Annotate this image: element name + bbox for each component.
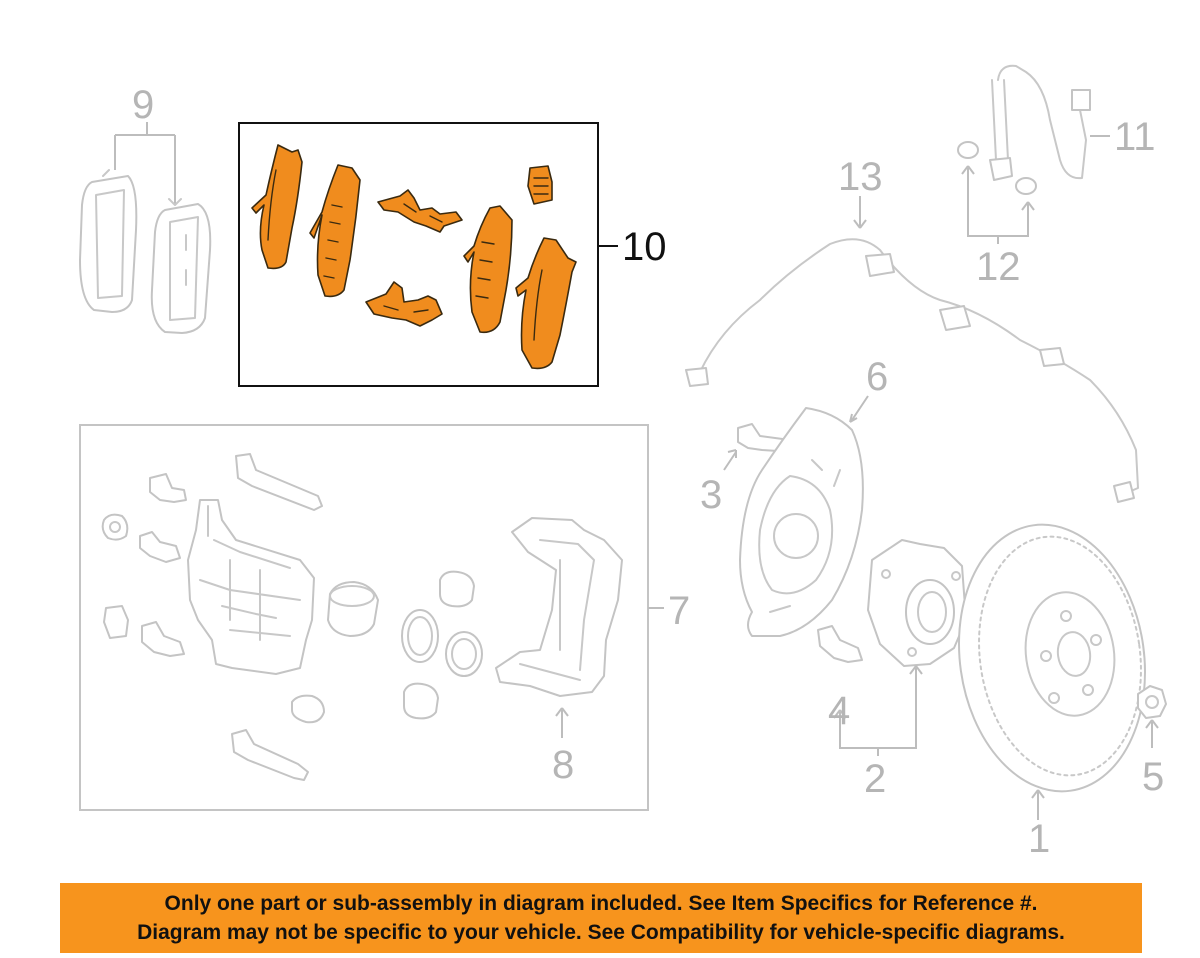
brake-pad-outer: [79, 175, 138, 313]
brake-rotor: [958, 523, 1146, 793]
part-6-dust-shield: 6: [739, 355, 888, 637]
leader-6: [849, 395, 869, 423]
bleeder-bolt: [149, 473, 187, 503]
dust-shield: [739, 407, 864, 637]
leader-9: [114, 122, 176, 205]
caliper-box: [79, 424, 649, 811]
callout-6: 6: [866, 355, 888, 399]
abs-connector: [685, 367, 709, 387]
exploded-brake-diagram: 9 10 7: [79, 64, 1167, 861]
abs-clip-1: [865, 253, 895, 277]
leader-8: [555, 707, 569, 738]
callout-13: 13: [838, 155, 883, 199]
leader-5: [1145, 719, 1159, 748]
callout-9: 9: [132, 83, 154, 127]
part-12-washers: 12: [957, 141, 1037, 289]
callout-3: 3: [700, 473, 722, 517]
hub-bolt: [817, 625, 863, 663]
pad-kit-pad-4: [515, 237, 577, 370]
callout-5: 5: [1142, 755, 1164, 799]
pad-kit-clip-2: [365, 281, 443, 327]
guide-pin-lower: [231, 729, 309, 781]
abs-clip-3: [1039, 347, 1065, 367]
disclaimer-line-2: Diagram may not be specific to your vehi…: [137, 921, 1065, 944]
callout-10: 10: [622, 225, 667, 269]
part-5-lug-nut: 5: [1137, 685, 1167, 799]
guide-pin-upper: [235, 453, 323, 511]
hose-banjo: [989, 157, 1013, 181]
lug-nut: [1137, 685, 1167, 719]
pad-kit-wear-sensor: [527, 165, 553, 205]
hose-fitting: [1071, 89, 1091, 111]
bushing-small: [291, 694, 325, 724]
caliper-sensor: [103, 605, 129, 639]
leader-12: [961, 165, 1035, 244]
dust-cap: [101, 513, 129, 541]
pad-kit-pad-1: [251, 144, 303, 270]
callout-8: 8: [552, 743, 574, 787]
callout-4: 4: [828, 689, 850, 733]
part-9-brake-pads: 9: [79, 83, 212, 334]
abs-clip-2: [939, 305, 971, 331]
part-2-hub-bearing: 2: [833, 539, 967, 801]
washer-1: [957, 141, 979, 159]
part-13-abs-sensor: 13: [685, 155, 1139, 503]
caliper-body: [187, 499, 315, 675]
brake-pad-inner: [150, 203, 212, 334]
washer-2: [1015, 177, 1037, 195]
pad-kit-pad-3: [463, 205, 513, 334]
bushing-upper: [439, 570, 475, 608]
leader-1: [1031, 789, 1045, 820]
pad-kit-box: [238, 122, 599, 387]
callout-12: 12: [976, 245, 1021, 289]
disclaimer-banner: Only one part or sub-assembly in diagram…: [60, 883, 1142, 953]
bleeder-screw: [139, 531, 181, 563]
abs-sensor-wire: [699, 238, 1139, 495]
part-10-pad-kit: 10: [238, 122, 667, 387]
abs-sensor-head: [1113, 481, 1135, 503]
callout-11: 11: [1114, 115, 1156, 159]
leader-3: [723, 449, 737, 471]
caliper-piston: [327, 581, 379, 637]
callout-1: 1: [1028, 817, 1050, 861]
part-8-bracket-callout: 8: [552, 707, 574, 787]
callout-7: 7: [668, 589, 690, 633]
part-7-caliper-assembly: 7: [79, 424, 690, 811]
disclaimer-line-1: Only one part or sub-assembly in diagram…: [164, 892, 1038, 915]
part-11-brake-hose: 11: [989, 64, 1156, 181]
leader-13: [853, 196, 867, 229]
bushing-lower: [403, 682, 439, 720]
part-1-brake-rotor: 1: [958, 523, 1146, 861]
caliper-bolt: [141, 621, 185, 657]
leader-2: [833, 665, 923, 756]
pad-kit-pad-2: [309, 164, 361, 298]
part-4-hub-bolt: 4: [817, 625, 863, 733]
pad-kit-clip-1: [377, 189, 463, 233]
callout-2: 2: [864, 757, 886, 801]
